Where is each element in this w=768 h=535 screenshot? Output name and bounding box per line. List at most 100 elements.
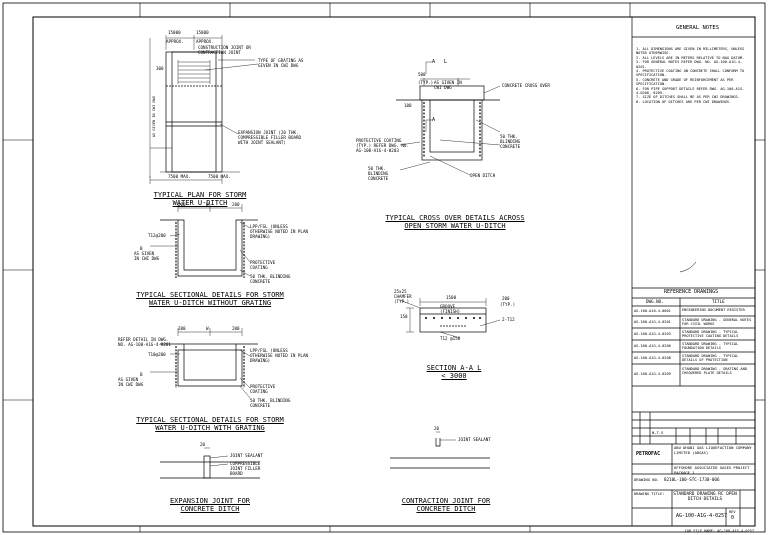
max-7500-left: 7500 MAX. (168, 174, 191, 179)
s1-dim-w: W (206, 202, 209, 207)
secA-2t12: 2-T12 (502, 317, 515, 322)
general-note: 5. CONCRETE AND GRADE OF REINFORCEMENT A… (636, 77, 734, 87)
section-marker-a-bottom: A (432, 117, 436, 123)
expansion-joint-label: EXPANSION JOINT (20 THK. COMPRESSIBLE FI… (238, 130, 302, 145)
reference-col-dwg: DWG.NO. (646, 299, 664, 304)
exp-sealant-label: JOINT SEALANT (230, 453, 263, 458)
general-note: 4. PROTECTIVE COATING ON CONCRETE SHALL … (636, 69, 745, 78)
ref-no: AG-100-A1G-4-0206 (634, 344, 671, 348)
dim-15000-right: 15000 (196, 30, 209, 35)
s2-protective-coating: PROTECTIVE COATING (250, 384, 276, 394)
scale-value: N.T.S (652, 430, 664, 435)
section-aa-title: SECTION A-A L < 3000 (426, 364, 482, 380)
ref-title: STANDARD DRAWING - GRATING AND CHEQUERED… (682, 367, 747, 375)
rev-value: 0 (731, 515, 735, 521)
con-dim-20: 20 (434, 426, 440, 431)
cad-file-name: CAD FILE NAME: AG-100-A1G-4-0257 (684, 529, 754, 533)
ref-no: AG-100-A1G-4-0201 (634, 320, 671, 324)
secA-t12: T12 @150 (440, 336, 461, 341)
ref-title: STANDARD DRAWING - TYPICAL DETAILS OF PR… (682, 354, 739, 362)
general-note: 8. LOCATION OF DITCHES ARE PER CWI DRAWI… (636, 99, 732, 104)
ref-title: STANDARD DRAWING - TYPICAL FOUNDATION DE… (682, 342, 739, 350)
contractor-logo: PETROFAC (636, 451, 661, 457)
max-7500-right: 7500 MAX. (208, 174, 231, 179)
exp-dim-20: 20 (200, 442, 206, 447)
general-note: 2. ALL LEVELS ARE IN METERS RELATIVE TO … (636, 55, 745, 60)
drawing-no-label: DRAWING NO. (634, 477, 660, 482)
approx-right: APPROX. (196, 39, 214, 44)
construction-joint-label: CONSTRUCTION JOINT OR CONTRACTION JOINT (198, 45, 251, 55)
approx-left: APPROX. (166, 39, 184, 44)
blinding-label-right: 50 THK. BLINDING CONCRETE (500, 134, 521, 149)
length-marker-l: L (444, 59, 448, 65)
plan-dim-300: 300 (156, 66, 164, 71)
document-no: AG-100-A1G-4-0257 (676, 513, 728, 519)
s1-t12-label: T12@200 (148, 233, 166, 238)
ref-title: STANDARD DRAWING - GENERAL NOTES FOR CIV… (682, 318, 752, 326)
blinding-label-left: 50 THK. BLINDING CONCRETE (368, 166, 389, 181)
secA-dim-200: 200 (502, 296, 510, 301)
s1-b-label: B (140, 246, 143, 251)
ref-no: AG-100-A10-4-0001 (634, 309, 671, 313)
s1-lpp-label: LPP/FGL (UNLESS OTHERWISE NOTED IN PLAN … (250, 224, 308, 239)
cross-dim-100: 100 (404, 103, 412, 108)
s1-protective-coating: PROTECTIVE COATING (250, 260, 276, 270)
drawing-title: STANDARD DRAWING RC OPEN DITCH DETAILS (673, 492, 737, 502)
contraction-joint-title: CONTRACTION JOINT FOR CONCRETE DITCH (401, 497, 491, 513)
general-note: 3. FOR GENERAL NOTES REFER DWG. NO. AG-1… (636, 60, 743, 69)
grating-type-label: TYPE OF GRATING AS GIVEN IN CWI DWG (258, 58, 304, 68)
ref-no: AG-100-A1G-4-0208 (634, 356, 671, 360)
s2-b-label: B (140, 372, 143, 377)
expansion-joint-title: EXPANSION JOINT FOR CONCRETE DITCH (169, 497, 251, 513)
cross-dim-500: 500 (418, 72, 426, 77)
ref-title: STANDARD DRAWING - TYPICAL PROTECTIVE CO… (682, 330, 739, 338)
s2-dim-200-left: 200 (178, 326, 186, 331)
s2-lpp-label: LPP/FGL (UNLESS OTHERWISE NOTED IN PLAN … (250, 348, 308, 363)
chamfer-label: 25x25 CHAMFER (TYP.) (394, 289, 412, 304)
rev-label: REV (729, 510, 736, 514)
section-with-grating-title: TYPICAL SECTIONAL DETAILS FOR STORM WATE… (136, 416, 284, 432)
section-without-grating-title: TYPICAL SECTIONAL DETAILS FOR STORM WATE… (136, 291, 284, 307)
secA-dim-150: 150 (400, 314, 408, 319)
groove-label: GROOVE (FINISH) (440, 304, 461, 314)
reference-col-title: TITLE (712, 299, 725, 304)
secA-typ: (TYP.) (500, 302, 516, 307)
s1-given-label: AS GIVEN IN CWI DWG (134, 251, 160, 261)
protective-coating-label: PROTECTIVE COATING (TYP.) REFER DWG. NO.… (356, 138, 409, 153)
s2-given-label: AS GIVEN IN CWI DWG (118, 377, 144, 387)
s1-dim-200-right: 200 (232, 202, 240, 207)
project-name: OFFSHORE ASSOCIATED GASES PROJECT PACKAG… (674, 465, 750, 475)
ref-title: ENGINEERING DOCUMENT REGISTER (682, 308, 745, 312)
dim-15000-left: 15000 (168, 30, 181, 35)
s2-blinding-label: 50 THK. BLINDING CONCRETE (250, 398, 291, 408)
s2-refer-label: REFER DETAIL IN DWG. NO. AG-100-A1G-4-02… (118, 337, 171, 347)
s1-blinding-label: 50 THK. BLINDING CONCRETE (250, 274, 291, 284)
ref-no: AG-100-A1G-4-0209 (634, 372, 671, 376)
reference-heading: REFERENCE DRAWINGS (664, 289, 719, 295)
plan-given-label: AS GIVEN IN CWI DWG (152, 96, 156, 138)
con-sealant-label: JOINT SEALANT (458, 437, 491, 442)
company-name: ABU DHABI GAS LIQUEFACTION COMPANY LIMIT… (674, 445, 752, 455)
general-notes-heading: GENERAL NOTES (676, 25, 720, 31)
cross-typ: (TYP.) (418, 80, 434, 85)
general-note: 6. FOR PIPE SUPPORT DETAILS REFER DWG. A… (636, 86, 745, 96)
open-ditch-label: OPEN DITCH (470, 173, 496, 178)
s2-dim-w: W (206, 326, 209, 331)
cross-over-title: TYPICAL CROSS OVER DETAILS ACROSS OPEN S… (385, 214, 525, 230)
cross-given-label: AS GIVEN IN CWI DWG (434, 80, 462, 90)
s2-t10-label: T10@200 (148, 352, 166, 357)
s2-dim-200-right: 200 (232, 326, 240, 331)
general-notes-list: 1. ALL DIMENSIONS ARE GIVEN IN MILLIMETE… (636, 47, 748, 104)
secA-dim-1500: 1500 (446, 295, 457, 300)
ref-no: AG-100-A1G-4-0203 (634, 332, 671, 336)
drawing-title-label: DRAWING TITLE: (634, 492, 665, 496)
general-note: 1. ALL DIMENSIONS ARE GIVEN IN MILLIMETE… (636, 47, 745, 56)
drawing-no: 8210L-100-STC-1730-006 (664, 477, 720, 482)
section-marker-a-top: A (432, 59, 436, 65)
plan-view-title: TYPICAL PLAN FOR STORM WATER U-DITCH (153, 191, 247, 207)
concrete-cross-over-label: CONCRETE CROSS OVER (502, 83, 550, 88)
s1-dim-200-left: 200 (178, 202, 186, 207)
exp-filler-label: COMPRESSIBLE JOINT FILLER BOARD (230, 461, 261, 476)
